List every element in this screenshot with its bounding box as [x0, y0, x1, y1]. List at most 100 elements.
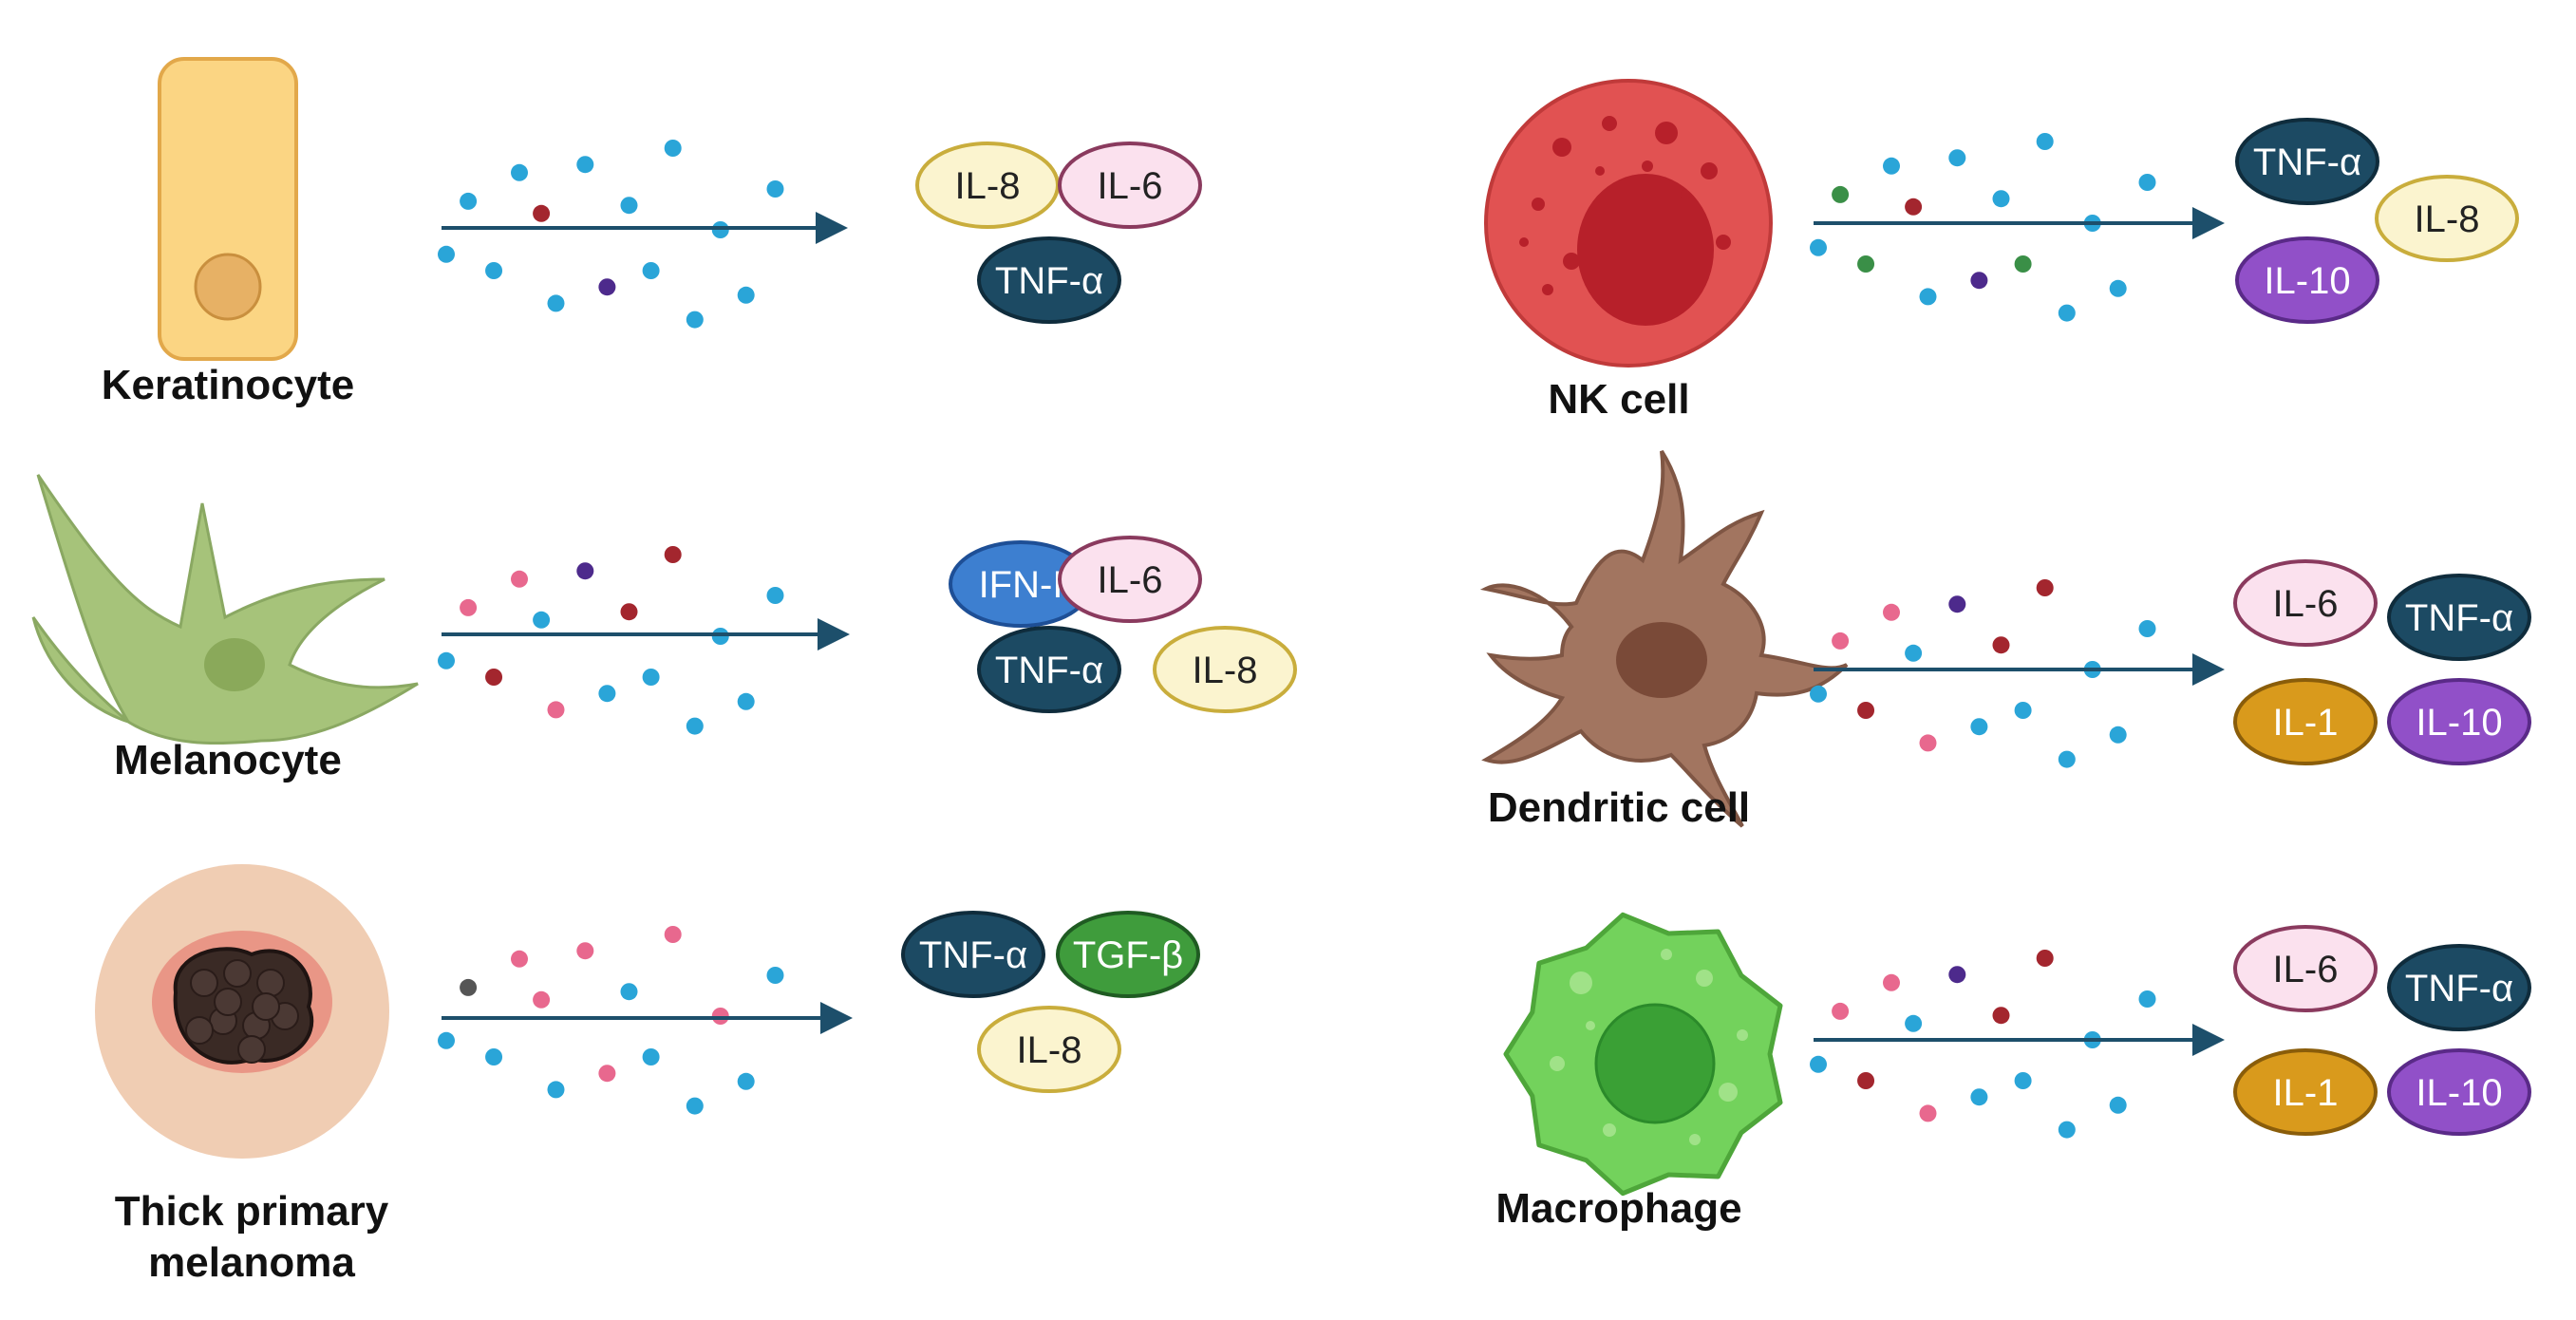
cell-label-line: Keratinocyte	[102, 362, 355, 408]
cytokine-dot	[1857, 1072, 1875, 1089]
cytokine-badge: IFN-I	[949, 540, 1093, 628]
cytokine-dot	[2109, 279, 2127, 297]
melanoma-cell-illustration	[95, 864, 389, 1159]
nk-granule	[1532, 198, 1545, 211]
dendritic-cell-illustration	[1479, 449, 1849, 828]
cytokine-dot	[438, 245, 455, 263]
cytokine-badge-label: IL-6	[1098, 559, 1163, 601]
cytokine-dot	[620, 197, 638, 215]
secretion-arrow-head	[820, 1002, 853, 1034]
cytokine-badge-label: IFN-I	[979, 564, 1063, 606]
cytokine-dot	[511, 163, 528, 181]
cytokine-badge-label: IL-6	[2273, 583, 2339, 625]
melanocyte-nucleus	[204, 638, 265, 691]
cytokine-badge-shape	[1056, 911, 1200, 998]
cytokine-dot	[2014, 1072, 2032, 1089]
nk-granule	[1542, 284, 1553, 295]
cytokine-badge-shape	[2233, 925, 2378, 1012]
cytokine-dot	[485, 669, 503, 686]
cytokine-badge: IL-6	[1058, 141, 1202, 229]
cytokine-dot	[1992, 636, 2010, 654]
cytokine-dot	[2036, 579, 2054, 596]
melanoma-nodule	[223, 959, 252, 988]
nk-granule	[1552, 138, 1571, 157]
secretion-arrow-head	[2192, 1024, 2225, 1056]
macrophage-vacuole	[1689, 1134, 1701, 1145]
cytokine-dot	[1883, 603, 1900, 621]
nk-granule	[1642, 160, 1653, 172]
cytokine-badge-label: IL-6	[1098, 165, 1163, 207]
cytokine-dot	[620, 983, 638, 1001]
macrophage-label: Macrophage	[1495, 1185, 1741, 1232]
cytokine-dot	[547, 1081, 565, 1099]
macrophage-vacuole	[1696, 970, 1713, 987]
cytokine-badge-label: TNF-α	[995, 650, 1103, 691]
cytokine-badge-label: IL-10	[2264, 260, 2350, 302]
cytokine-dot	[485, 262, 503, 279]
cytokine-dot	[533, 204, 551, 222]
cytokine-badge-shape	[1058, 141, 1202, 229]
cytokine-badge: IL-8	[1153, 626, 1297, 713]
cytokine-badge-shape	[977, 236, 1121, 324]
macrophage-vacuole	[1661, 949, 1672, 960]
cytokine-badge: IL-1	[2233, 1048, 2378, 1136]
cytokine-dot	[686, 717, 704, 735]
cytokine-badge-shape	[1058, 536, 1202, 623]
melanoma-nodule	[252, 992, 280, 1021]
cytokine-dot	[1970, 272, 1988, 290]
melanoma-nodule	[190, 969, 218, 997]
cytokine-badge-label: IL-8	[1193, 650, 1258, 691]
nk-cell-nucleus	[1577, 174, 1714, 326]
cytokine-badge-shape	[2375, 175, 2519, 262]
cytokine-dot	[1832, 1002, 1850, 1020]
cytokine-badge-label: IL-1	[2273, 1072, 2339, 1114]
macrophage-cell-illustration	[1503, 912, 1783, 1197]
cytokine-badge: IL-6	[2233, 925, 2378, 1012]
cytokine-dot	[438, 1031, 455, 1049]
cytokine-badge-shape	[2233, 1048, 2378, 1136]
nk-granule	[1681, 190, 1690, 199]
cytokine-badge-label: TNF-α	[2253, 141, 2361, 183]
cytokine-dot	[2058, 304, 2076, 322]
cytokine-badge: TNF-α	[2235, 118, 2379, 205]
cell-label-line: Macrophage	[1495, 1185, 1741, 1232]
nk-granule	[1655, 122, 1678, 144]
melanoma-nodule	[214, 988, 242, 1016]
cytokine-badge-shape	[2387, 1048, 2531, 1136]
nk-label: NK cell	[1548, 376, 1689, 423]
cytokine-dot	[2138, 620, 2156, 637]
cytokine-badge-label: IL-10	[2416, 702, 2502, 744]
cytokine-dot	[511, 950, 528, 968]
cytokine-dot	[642, 669, 660, 686]
cytokine-dot	[1905, 198, 1923, 216]
cytokine-dot	[1948, 966, 1966, 984]
cytokine-dot	[1810, 685, 1827, 703]
cytokine-dot	[2138, 990, 2156, 1008]
macrophage-vacuole	[1603, 1123, 1616, 1137]
cytokine-dot	[1948, 149, 1966, 167]
cytokine-badge-label: IL-1	[2273, 702, 2339, 744]
cytokine-badge-shape	[2235, 118, 2379, 205]
cytokine-badge: IL-8	[2375, 175, 2519, 262]
cytokine-dot	[642, 1048, 660, 1065]
cytokine-badge-label: TNF-α	[919, 934, 1027, 976]
cytokine-badge: TNF-α	[977, 236, 1121, 324]
cytokine-dot	[766, 967, 784, 984]
cytokine-dot	[2109, 726, 2127, 744]
melanocyte-label: Melanocyte	[114, 737, 342, 783]
cytokine-dot	[598, 685, 616, 703]
cytokine-dot	[642, 262, 660, 279]
secretion-arrow-head	[818, 618, 850, 651]
cytokine-dot	[1810, 238, 1827, 256]
cytokine-dot	[766, 587, 784, 604]
cytokine-dot	[533, 611, 551, 629]
dendritic-cell-nucleus	[1616, 622, 1707, 698]
cytokine-dot	[737, 692, 755, 710]
melanoma-nodule	[237, 1035, 266, 1064]
cytokine-badge-shape	[2387, 678, 2531, 765]
macrophage-nucleus	[1594, 1003, 1716, 1124]
cytokine-dot	[460, 598, 478, 616]
cytokine-badge-shape	[2233, 678, 2378, 765]
